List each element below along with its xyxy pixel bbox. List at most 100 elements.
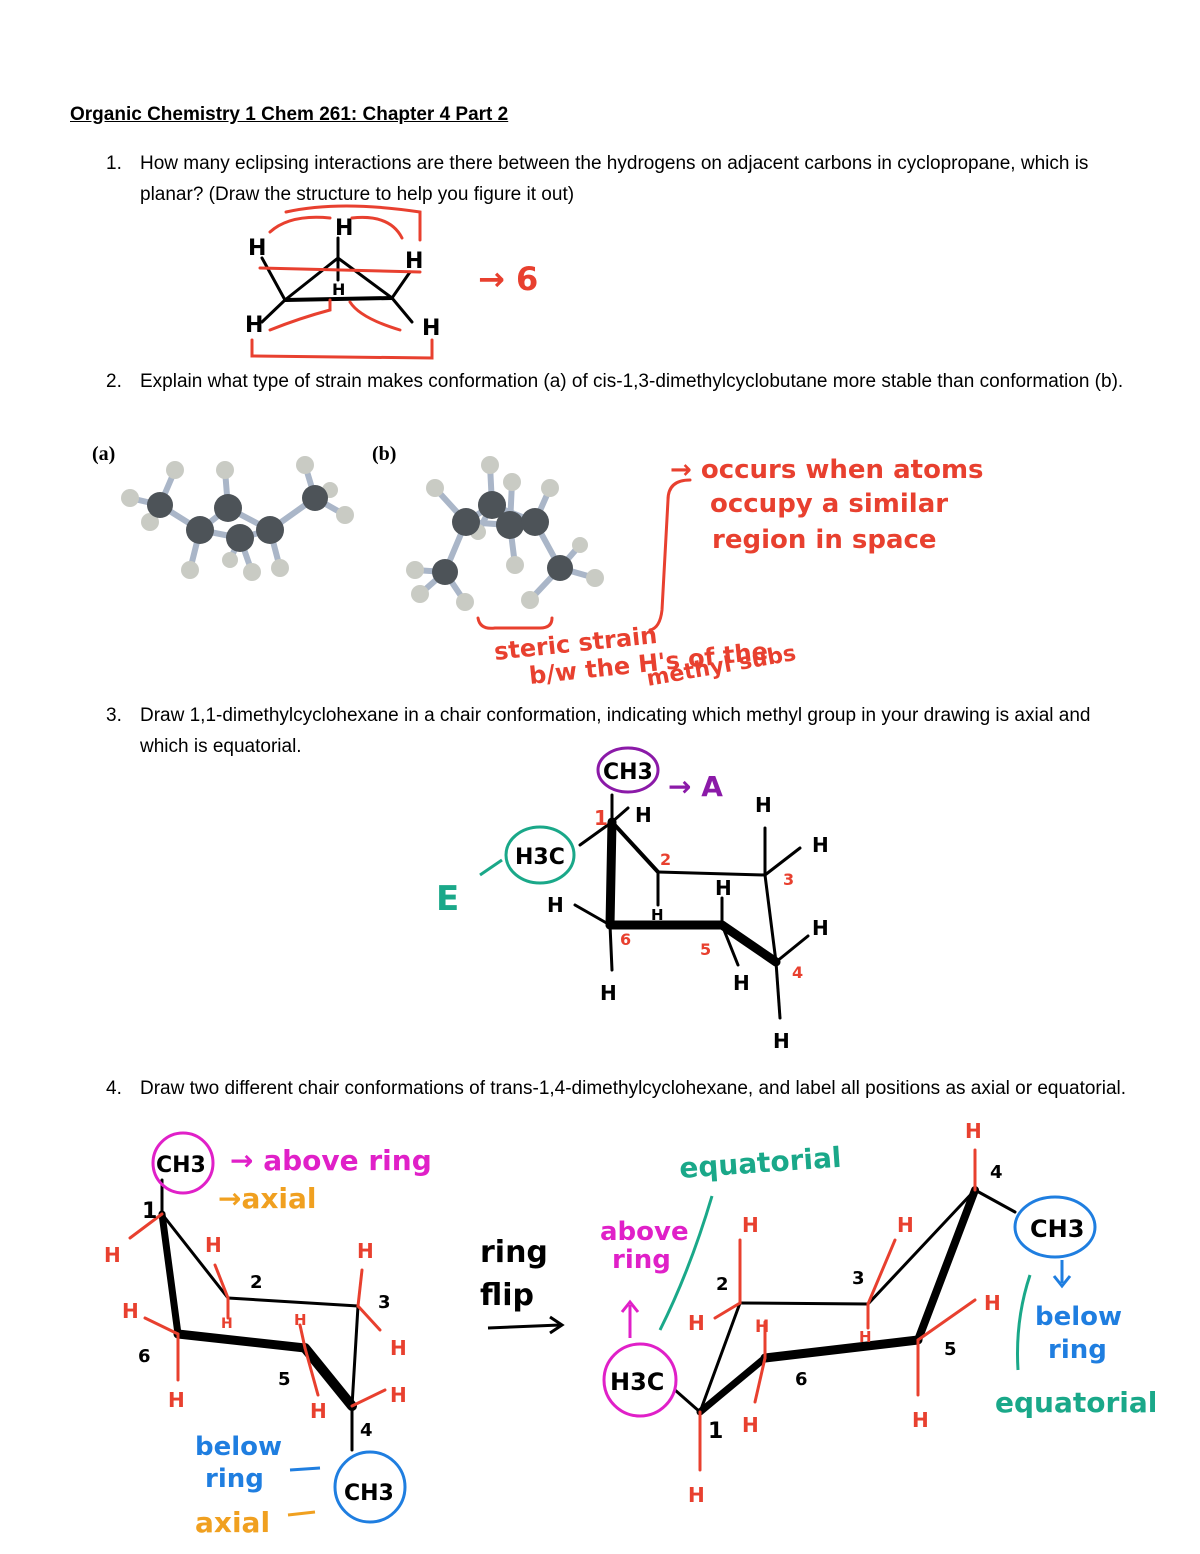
svg-text:H: H xyxy=(812,916,829,940)
svg-text:1: 1 xyxy=(142,1199,157,1224)
equatorial-arrow-right xyxy=(658,1195,714,1331)
svg-text:5: 5 xyxy=(278,1369,291,1390)
svg-text:6: 6 xyxy=(620,930,631,949)
q4-right-left-methyl: H3C xyxy=(610,1368,664,1396)
q4-left-chair xyxy=(158,1178,360,1452)
svg-text:H: H xyxy=(332,280,345,299)
q4-right-bonds-h xyxy=(698,1148,977,1472)
svg-text:H: H xyxy=(221,1316,233,1332)
question-text: Draw 1,1-dimethylcyclohexane in a chair … xyxy=(140,705,1091,757)
q4-right-numbers: 1 2 3 4 5 6 xyxy=(708,1162,1003,1444)
axial-note-bottom: axial xyxy=(195,1506,270,1539)
above-arrowhead-right xyxy=(620,1299,640,1313)
svg-text:2: 2 xyxy=(716,1274,729,1295)
equatorial-arrow-right-2 xyxy=(1016,1274,1032,1371)
svg-text:H: H xyxy=(390,1383,407,1407)
ring-flip-text-2: flip xyxy=(480,1278,534,1313)
svg-text:H: H xyxy=(688,1483,705,1507)
svg-text:H: H xyxy=(742,1213,759,1237)
svg-text:3: 3 xyxy=(852,1268,865,1289)
equatorial-note-right-top: equatorial xyxy=(678,1141,842,1185)
svg-text:6: 6 xyxy=(795,1369,808,1390)
svg-text:4: 4 xyxy=(990,1162,1003,1183)
model-b-label: (b) xyxy=(372,443,396,465)
q4-right-right-methyl-circle xyxy=(1013,1195,1097,1259)
question-number: 1. xyxy=(106,153,122,174)
ring-flip-text-1: ring xyxy=(480,1235,548,1270)
ring-flip-arrow xyxy=(487,1323,561,1330)
ring-note-right: ring xyxy=(612,1245,671,1275)
below-note-right: below xyxy=(1035,1302,1122,1332)
equatorial-label: E xyxy=(436,879,459,919)
svg-text:H: H xyxy=(651,906,664,924)
model-a xyxy=(121,456,354,581)
equatorial-arrow xyxy=(479,858,503,877)
q2-answer: steric strain b/w the H's of the methyl … xyxy=(493,621,798,692)
svg-text:H: H xyxy=(812,833,829,857)
svg-text:1: 1 xyxy=(708,1419,723,1444)
ring-note-right-2: ring xyxy=(1048,1335,1107,1365)
equatorial-note-right-bottom: equatorial xyxy=(995,1386,1157,1419)
q4-bottom-methyl-circle xyxy=(333,1450,407,1524)
below-arrow xyxy=(289,1466,321,1472)
svg-text:H: H xyxy=(104,1243,121,1267)
q4-right-hydrogens: H H H H H H H H H H xyxy=(688,1119,1001,1507)
equatorial-methyl: H3C xyxy=(515,845,565,870)
axial-methyl: CH3 xyxy=(603,760,653,785)
model-b xyxy=(406,456,604,611)
svg-text:4: 4 xyxy=(360,1420,373,1441)
ring-note: ring xyxy=(205,1464,264,1494)
above-ring-note: → above ring xyxy=(230,1144,432,1177)
q4-left-hydrogens: H H H H H H H H H H xyxy=(104,1233,407,1423)
svg-text:H: H xyxy=(965,1119,982,1143)
svg-text:H: H xyxy=(859,1328,872,1346)
above-note-right: above xyxy=(600,1217,689,1247)
svg-text:6: 6 xyxy=(138,1346,151,1367)
svg-text:H: H xyxy=(390,1336,407,1360)
axial-note-top: →axial xyxy=(218,1182,317,1215)
svg-text:H: H xyxy=(405,249,423,274)
q4-left-bonds-h xyxy=(128,1212,387,1408)
svg-text:4: 4 xyxy=(792,963,803,982)
q2-note: → occurs when atoms occupy a similar reg… xyxy=(670,455,984,555)
question-number: 3. xyxy=(106,705,122,726)
axial-methyl-circle xyxy=(596,746,660,794)
ring-flip-arrowhead xyxy=(549,1315,565,1335)
svg-text:H: H xyxy=(422,316,440,341)
svg-text:H: H xyxy=(168,1388,185,1412)
model-a-label: (a) xyxy=(92,443,115,465)
q4-right-chair xyxy=(673,1186,1017,1416)
svg-text:H: H xyxy=(912,1408,929,1432)
equatorial-methyl-circle xyxy=(504,825,576,885)
svg-text:H: H xyxy=(755,793,772,817)
svg-text:occupy a similar: occupy a similar xyxy=(710,489,948,519)
axial-label: → A xyxy=(668,770,723,803)
q4-top-methyl: CH3 xyxy=(156,1153,206,1178)
svg-text:3: 3 xyxy=(378,1292,391,1313)
q3-hydrogens: H H H H H H H H H H xyxy=(547,793,829,1053)
svg-text:H: H xyxy=(547,893,564,917)
svg-text:H: H xyxy=(897,1213,914,1237)
q4-right-left-methyl-circle xyxy=(602,1342,678,1418)
question-number: 2. xyxy=(106,371,122,392)
svg-text:H: H xyxy=(122,1299,139,1323)
svg-text:H: H xyxy=(742,1413,759,1437)
eclipsing-brackets xyxy=(250,204,434,360)
svg-text:2: 2 xyxy=(250,1272,263,1293)
q4-bottom-methyl: CH3 xyxy=(344,1481,394,1506)
svg-text:H: H xyxy=(248,236,266,261)
svg-text:H: H xyxy=(755,1317,769,1337)
question-text: How many eclipsing interactions are ther… xyxy=(140,153,1089,205)
svg-text:H: H xyxy=(245,313,263,338)
question-text: Draw two different chair conformations o… xyxy=(140,1078,1127,1099)
cyclopropane-hydrogens: H H H H H H xyxy=(245,216,440,341)
axial-arrow-bottom xyxy=(287,1510,316,1517)
q4-top-methyl-circle xyxy=(151,1131,215,1195)
q3-carbon-numbers: 1 2 3 4 5 6 xyxy=(594,806,803,982)
svg-text:H: H xyxy=(688,1311,705,1335)
svg-text:H: H xyxy=(294,1311,307,1329)
svg-text:H: H xyxy=(335,216,353,241)
question-text: Explain what type of strain makes confor… xyxy=(140,371,1124,392)
svg-text:region in space: region in space xyxy=(712,525,937,555)
